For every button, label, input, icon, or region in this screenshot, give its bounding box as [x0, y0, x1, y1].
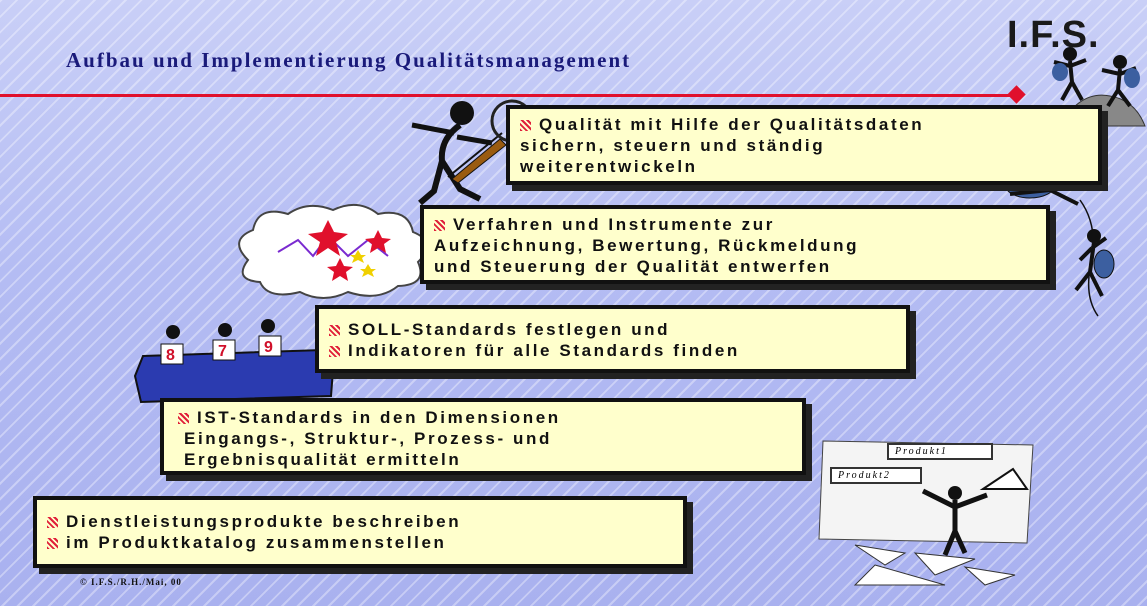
step-box-2: IST-Standards in den Dimensionen Eingang…	[160, 398, 806, 475]
step-box-4: Verfahren und Instrumente zur Aufzeichnu…	[420, 205, 1050, 284]
slide-title: Aufbau und Implementierung Qualitätsmana…	[66, 48, 632, 72]
bullet-icon	[329, 346, 340, 357]
bullet-icon	[47, 538, 58, 549]
product-tag-1: Produkt1	[887, 443, 993, 460]
bullet-icon	[329, 325, 340, 336]
step-2-line-1: IST-Standards in den Dimensionen	[178, 407, 792, 428]
score-card-2: 7	[218, 343, 227, 360]
step-2-line-2: Eingangs-, Struktur-, Prozess- und	[184, 429, 552, 448]
divider-diamond	[1007, 85, 1026, 104]
bullet-icon	[434, 220, 445, 231]
step-5-line-2: sichern, steuern und ständig	[520, 136, 826, 155]
bullet-icon	[520, 120, 531, 131]
step-box-1: Dienstleistungsprodukte beschreiben im P…	[33, 496, 687, 568]
score-card-3: 9	[264, 339, 273, 356]
magnifier-figure-illustration	[411, 99, 534, 206]
step-3-line-2: Indikatoren für alle Standards finden	[329, 340, 896, 361]
logo-text: I.F.S.	[1007, 14, 1100, 56]
step-1-line-1: Dienstleistungsprodukte beschreiben	[47, 511, 673, 532]
bullet-icon	[47, 517, 58, 528]
explosion-cloud-illustration	[238, 203, 428, 299]
copyright-footer: © I.F.S./R.H./Mai, 00	[80, 577, 182, 587]
step-box-3: SOLL-Standards festlegen und Indikatoren…	[315, 305, 910, 373]
step-3-line-1: SOLL-Standards festlegen und	[329, 319, 896, 340]
step-2-line-3: Ergebnisqualität ermitteln	[184, 450, 462, 469]
product-tag-2: Produkt2	[830, 467, 922, 484]
title-divider-line	[0, 94, 1012, 97]
step-4-line-2: Aufzeichnung, Bewertung, Rückmeldung	[434, 236, 860, 255]
step-box-5: Qualität mit Hilfe der Qualitätsdaten si…	[506, 105, 1102, 185]
score-card-1: 8	[166, 347, 175, 364]
step-5-line-1: Qualität mit Hilfe der Qualitätsdaten	[520, 114, 1088, 135]
step-4-line-1: Verfahren und Instrumente zur	[434, 214, 1036, 235]
step-5-line-3: weiterentwickeln	[520, 157, 698, 176]
step-4-line-3: und Steuerung der Qualität entwerfen	[434, 257, 832, 276]
bullet-icon	[178, 413, 189, 424]
judges-podium-illustration: 8 7 9	[133, 319, 335, 404]
ifs-logo: I.F.S.	[1007, 14, 1100, 57]
product-sign-figure-illustration	[818, 440, 1034, 586]
step-1-line-2: im Produktkatalog zusammenstellen	[47, 532, 673, 553]
